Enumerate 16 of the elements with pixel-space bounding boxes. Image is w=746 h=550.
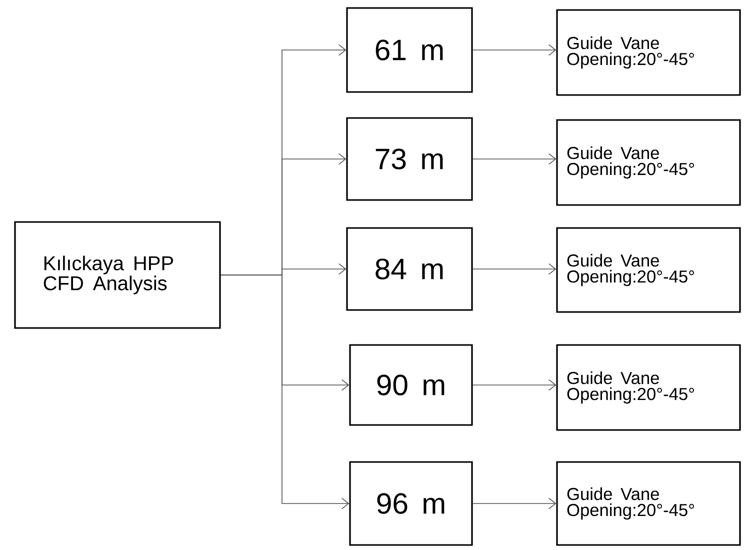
arrow (472, 153, 556, 165)
process-box: Guide Vane Opening:20°-45° (556, 344, 741, 431)
process-box: 90 m (349, 344, 473, 426)
arrow (472, 379, 556, 391)
arrow (472, 44, 556, 56)
process-box: 61 m (346, 7, 473, 93)
process-box: 96 m (349, 461, 473, 546)
process-box: 73 m (346, 117, 473, 201)
process-box: 84 m (346, 227, 473, 311)
arrow (472, 263, 556, 275)
process-box: Kılıckaya HPP CFD Analysis (14, 221, 221, 329)
process-box: Guide Vane Opening:20°-45° (556, 227, 741, 313)
process-box: Guide Vane Opening:20°-45° (556, 119, 741, 206)
arrow (472, 498, 556, 510)
process-box: Guide Vane Opening:20°-45° (556, 9, 741, 96)
process-box: Guide Vane Opening:20°-45° (556, 461, 741, 546)
